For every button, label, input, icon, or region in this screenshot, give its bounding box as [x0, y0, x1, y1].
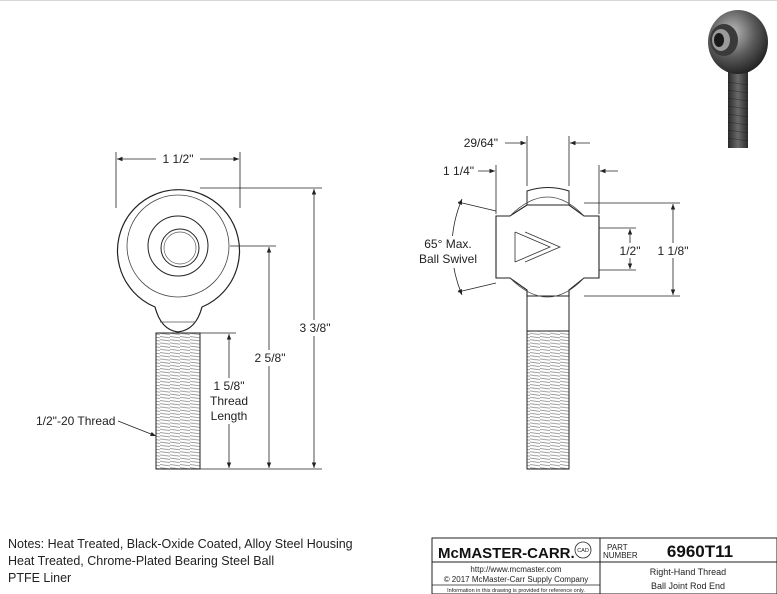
note-line-2: Heat Treated, Chrome-Plated Bearing Stee…	[8, 554, 275, 568]
side-ball-arc	[509, 196, 585, 217]
dim-swivel-angle: 65° Max.	[424, 237, 471, 251]
dim-swivel-label: Ball Swivel	[419, 252, 477, 266]
part-label-1: PART	[607, 543, 628, 552]
company-website: http://www.mcmaster.com	[470, 565, 561, 574]
dim-bore: 1/2"	[620, 244, 641, 258]
product-thumbnail	[708, 10, 768, 148]
side-ball-top-cap	[526, 187, 570, 205]
copyright-text: © 2017 McMaster-Carr Supply Company	[444, 575, 589, 584]
note-line-3: PTFE Liner	[8, 571, 72, 585]
dim-thread-length-label-1: Thread	[210, 394, 248, 408]
notes-block: Notes: Heat Treated, Black-Oxide Coated,…	[8, 536, 353, 587]
part-number: 6960T11	[667, 542, 733, 561]
front-view	[116, 189, 241, 470]
title-block: McMASTER-CARR. CAD http://www.mcmaster.c…	[431, 537, 777, 594]
description-line-2: Ball Joint Rod End	[651, 581, 725, 591]
company-logo: McMASTER-CARR.	[438, 545, 575, 562]
front-bore	[160, 228, 200, 268]
description-line-1: Right-Hand Thread	[650, 567, 726, 577]
disclaimer-text: Information in this drawing is provided …	[447, 588, 585, 594]
dim-ball-width: 29/64"	[464, 136, 498, 150]
side-housing-outline	[495, 204, 600, 297]
dim-thread-length-value: 1 5/8"	[214, 379, 245, 393]
front-ball-outer	[147, 215, 209, 277]
thread-callout-leader	[117, 420, 157, 437]
cad-label: CAD	[577, 548, 589, 554]
note-line-1: Notes: Heat Treated, Black-Oxide Coated,…	[8, 537, 353, 551]
part-label-2: NUMBER	[603, 551, 638, 560]
side-bore-marks	[514, 231, 562, 263]
front-bore-edge	[163, 231, 197, 265]
dim-center-to-end: 2 5/8"	[255, 351, 286, 365]
front-threaded-shank	[155, 332, 201, 470]
side-view	[495, 187, 600, 470]
dim-thread-length-label-2: Length	[211, 409, 248, 423]
front-housing-inner-ring	[126, 194, 230, 298]
dim-ball-dia: 1 1/8"	[658, 244, 689, 258]
thread-callout: 1/2"-20 Thread	[36, 414, 115, 428]
side-threaded-shank	[526, 330, 570, 470]
dim-front-width: 1 1/2"	[163, 152, 194, 166]
side-ball-arc-lower	[509, 277, 585, 298]
dim-overall-length: 3 3/8"	[300, 321, 331, 335]
top-border-line	[0, 0, 777, 1]
front-housing-outline	[116, 189, 241, 333]
dim-housing-width: 1 1/4"	[443, 164, 474, 178]
